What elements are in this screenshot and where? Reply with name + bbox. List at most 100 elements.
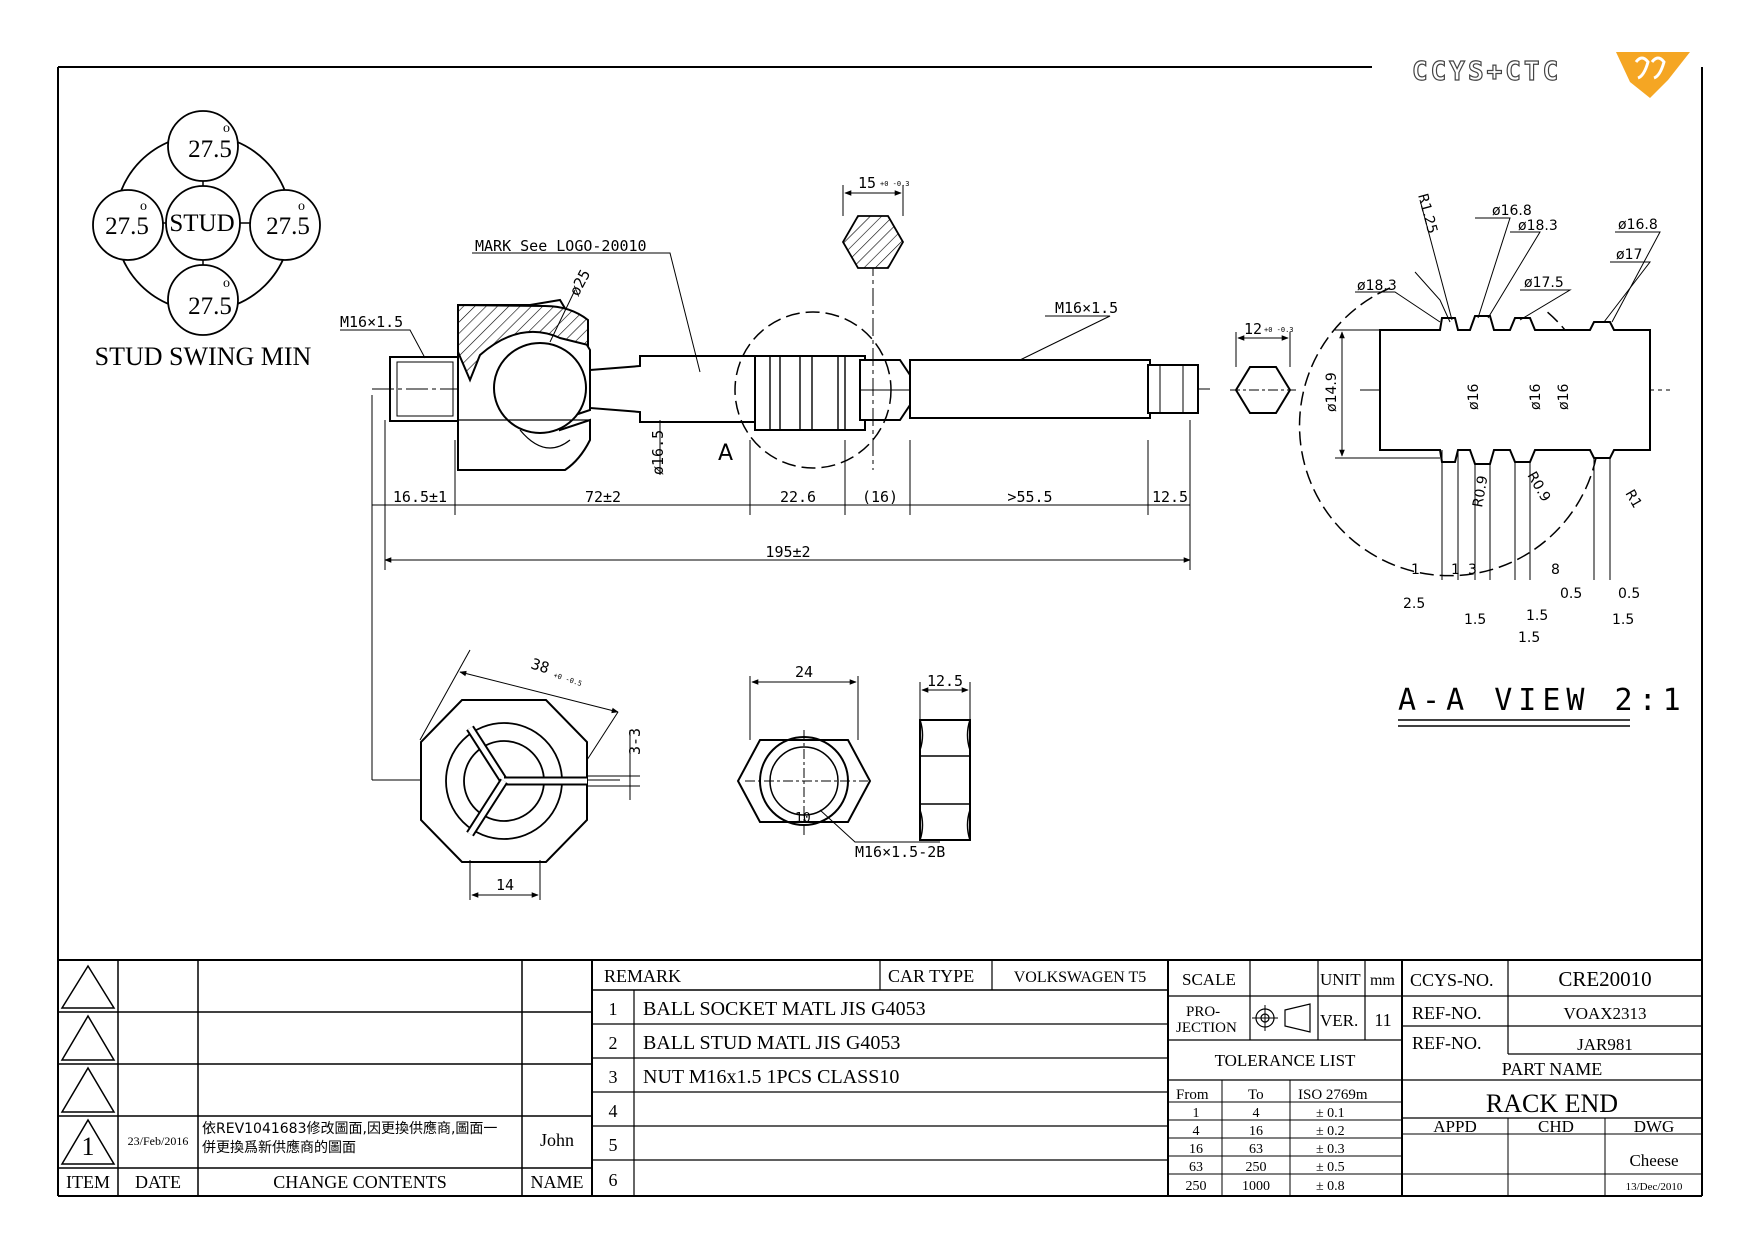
thread-right-label: M16×1.5	[1055, 299, 1118, 317]
tol-to-header: To	[1248, 1087, 1264, 1103]
aa-dim: 1.5	[1526, 608, 1548, 624]
scale-label: SCALE	[1182, 970, 1236, 989]
rack-end-main-view	[372, 258, 1210, 471]
nut-inner-dim: 10	[795, 811, 811, 826]
socket-end-view	[419, 649, 640, 900]
item-header: ITEM	[66, 1172, 110, 1192]
dwg-date: 13/Dec/2010	[1626, 1181, 1683, 1193]
remark-text: BALL SOCKET MATL JIS G4053	[643, 998, 926, 1020]
tol-from: 250	[1186, 1179, 1207, 1194]
swing-angle-right: 27.5	[266, 213, 310, 240]
small-hex-tol: +0 -0.3	[1264, 326, 1294, 334]
aa-dim: 1.5	[1612, 612, 1634, 628]
main-view-text: MARK See LOGO-20010 M16×1.5 M16×1.5 ø25 …	[340, 237, 1188, 561]
remark-text: NUT M16x1.5 1PCS CLASS10	[643, 1066, 899, 1088]
degree-mark: o	[140, 199, 147, 214]
swing-angle-bottom: 27.5	[188, 293, 232, 320]
tol-to: 250	[1246, 1160, 1267, 1175]
tol-value: ± 0.1	[1316, 1106, 1345, 1121]
aa-label: ø18.3	[1357, 278, 1397, 294]
socket-bottom-dim: 14	[496, 876, 514, 894]
revision-item: 1	[82, 1132, 95, 1161]
revision-change-line1: 依REV1041683修改圖面,因更換供應商,圖面一	[202, 1120, 497, 1137]
aa-label: ø16.8	[1492, 203, 1532, 219]
aa-dim: 0.5	[1618, 586, 1640, 602]
ref-no-label: REF-NO.	[1412, 1003, 1482, 1023]
ref-no-value-1: VOAX2313	[1563, 1004, 1646, 1023]
car-type-value: VOLKSWAGEN T5	[1014, 969, 1147, 986]
logo-mark-icon	[1616, 52, 1690, 98]
title-block-text: ITEM DATE CHANGE CONTENTS NAME 1 23/Feb/…	[66, 966, 1683, 1194]
aa-dim: 1	[1451, 562, 1460, 578]
aa-dim: 1.5	[1464, 612, 1486, 628]
dwg-label: DWG	[1634, 1117, 1675, 1136]
ver-label: VER.	[1320, 1011, 1358, 1030]
aa-label: R0.9	[1470, 474, 1491, 508]
tol-from: 16	[1189, 1142, 1203, 1157]
tol-to: 4	[1253, 1106, 1260, 1121]
aa-dim: 1.5	[1518, 630, 1540, 646]
aa-dim: 2.5	[1403, 596, 1425, 612]
ref-no-label: REF-NO.	[1412, 1033, 1482, 1053]
tol-value: ± 0.3	[1316, 1142, 1345, 1157]
change-header: CHANGE CONTENTS	[273, 1172, 447, 1192]
remark-no: 1	[609, 999, 618, 1019]
aa-dim: 0.5	[1560, 586, 1582, 602]
remark-no: 2	[609, 1033, 618, 1053]
section-view-title: A-A VIEW 2:1	[1398, 683, 1687, 718]
swing-angle-left: 27.5	[105, 213, 149, 240]
socket-dia-label: ø25	[566, 267, 595, 299]
stud-swing-diagram: STUD 27.5 27.5 27.5 27.5 o o o o STUD SW…	[92, 110, 321, 371]
date-header: DATE	[135, 1172, 181, 1192]
unit-label: UNIT	[1320, 970, 1361, 989]
hex-width-dim: 15	[858, 174, 876, 192]
part-name-value: RACK END	[1486, 1089, 1618, 1118]
projection-label-2: JECTION	[1176, 1020, 1237, 1036]
tol-value: ± 0.5	[1316, 1160, 1345, 1175]
dim-4: (16)	[862, 488, 898, 506]
name-header: NAME	[531, 1172, 584, 1192]
hex-section-top: 15 +0 -0.3	[841, 174, 910, 269]
dim-1: 16.5±1	[393, 488, 447, 506]
nut-thread-label: M16×1.5-2B	[855, 843, 945, 861]
tol-iso-header: ISO 2769m	[1298, 1087, 1368, 1103]
aa-dim: 1	[1411, 562, 1420, 578]
small-hex-view: 12 +0 -0.3	[1230, 320, 1296, 414]
tol-from: 63	[1189, 1160, 1203, 1175]
aa-label: ø16	[1556, 384, 1572, 410]
swing-angle-top: 27.5	[188, 136, 232, 163]
small-hex-width: 12	[1244, 320, 1262, 338]
aa-dim: 8	[1551, 562, 1560, 578]
remark-no: 4	[609, 1101, 618, 1121]
tol-to: 1000	[1242, 1179, 1270, 1194]
nut-view-text: 24 10 M16×1.5-2B 12.5	[795, 663, 963, 861]
revision-change-line2: 併更換爲新供應商的圖面	[202, 1139, 356, 1156]
tol-to: 16	[1249, 1124, 1263, 1139]
socket-side-dim: 3-3	[626, 728, 644, 755]
dwg-name: Cheese	[1629, 1151, 1678, 1170]
ccys-no-value: CRE20010	[1558, 967, 1651, 991]
aa-dim: 3	[1468, 562, 1477, 578]
aa-label: ø16	[1528, 384, 1544, 410]
title-block-lines	[58, 959, 1702, 1196]
part-name-header: PART NAME	[1502, 1059, 1602, 1079]
hex-width-tol: +0 -0.3	[880, 180, 910, 188]
swing-caption: STUD SWING MIN	[95, 342, 312, 371]
aa-label: R1.25	[1414, 192, 1440, 236]
dim-3: 22.6	[780, 488, 816, 506]
degree-mark: o	[223, 276, 230, 291]
chd-label: CHD	[1538, 1117, 1574, 1136]
projection-label-1: PRO-	[1186, 1004, 1220, 1020]
logo-text: CCYS+CTC	[1412, 57, 1561, 87]
nut-thickness-dim: 12.5	[927, 672, 963, 690]
thread-left-label: M16×1.5	[340, 313, 403, 331]
remark-no: 5	[609, 1135, 618, 1155]
tol-from: 1	[1193, 1106, 1200, 1121]
remark-header: REMARK	[604, 966, 681, 986]
tol-from: 4	[1193, 1124, 1200, 1139]
nut-side-view	[919, 682, 971, 841]
overall-length: 195±2	[765, 543, 810, 561]
tol-to: 63	[1249, 1142, 1263, 1157]
dim-5: >55.5	[1007, 488, 1052, 506]
